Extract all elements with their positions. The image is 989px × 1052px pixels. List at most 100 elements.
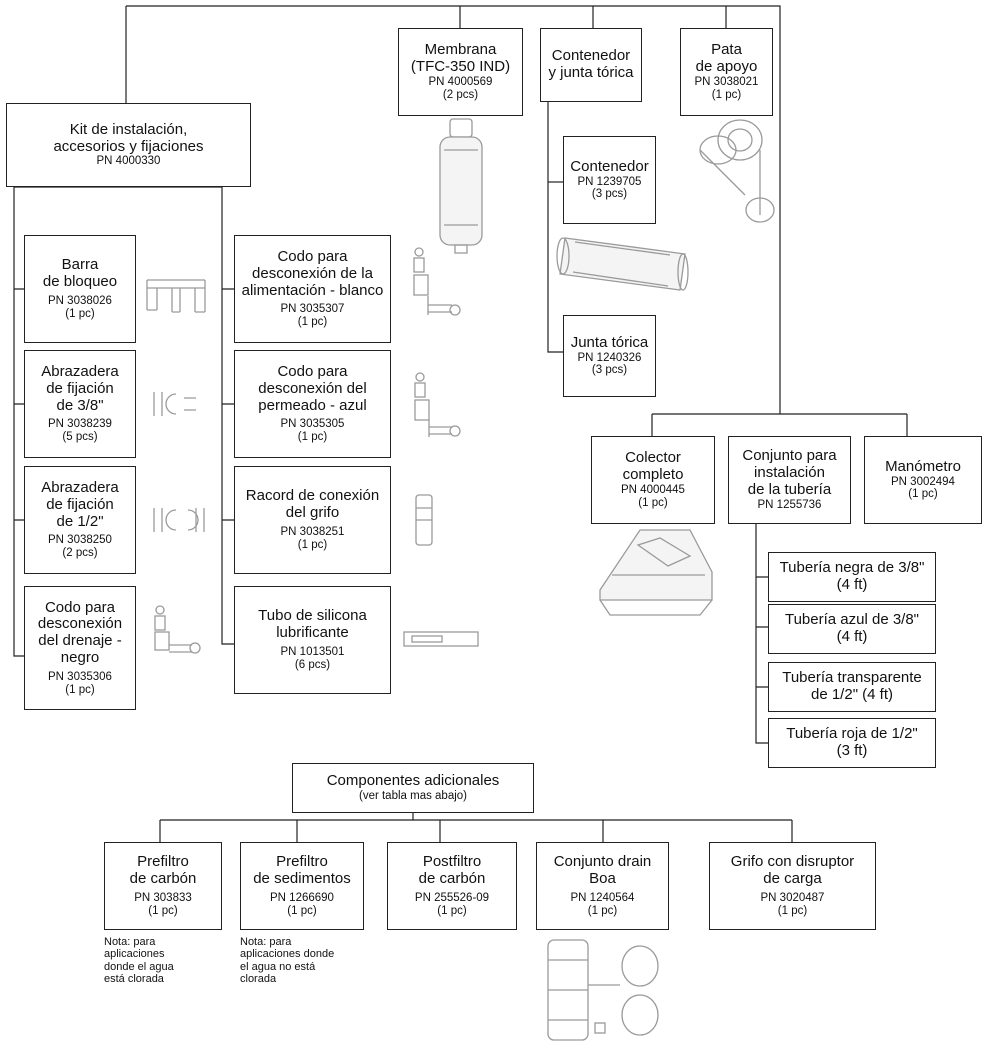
part-name: Racord de conexión del grifo [245,487,380,522]
part-number: PN 3038026 [48,294,112,307]
part-name: Prefiltro de carbón [129,853,197,888]
colector-box: Colector completo PN 4000445 (1 pc) [591,436,715,524]
faucet-connector-icon [415,494,433,546]
part-name: Contenedor [570,157,649,175]
part-name: Tubo de silicona lubrificante [258,607,367,642]
elbow-fitting-icon [154,247,461,654]
part-name: Conjunto para instalación de la tubería [742,447,837,498]
codo-blanco-box: Codo para desconexión de la alimentación… [234,235,391,343]
codo-drenaje-box: Codo para desconexión del drenaje - negr… [24,586,136,710]
part-qty: (3 ft) [836,742,868,759]
note-prefiltro-sedimentos: Nota: para aplicaciones donde el agua no… [240,936,335,985]
part-qty: (1 pc) [777,904,808,917]
part-name: Abrazadera de fijación de 3/8" [41,362,119,414]
manifold-icon [599,529,713,616]
part-qty: (1 pc) [297,316,328,329]
part-qty: (1 pc) [65,307,95,320]
racord-box: Racord de conexión del grifo PN 3038251 … [234,466,391,574]
tubo-silicona-box: Tubo de silicona lubrificante PN 1013501… [234,586,391,694]
part-number: PN 3002494 [891,475,955,488]
part-name: Colector completo [622,449,684,484]
prefiltro-carbon-box: Prefiltro de carbón PN 303833 (1 pc) [104,842,222,930]
codo-azul-box: Codo para desconexión del permeado - azu… [234,350,391,458]
part-number: PN 3038239 [48,418,112,431]
part-number: PN 3038021 [694,75,759,88]
membrane-icon [439,118,483,254]
abrazadera-38-box: Abrazadera de fijación de 3/8" PN 303823… [24,350,136,458]
part-qty: (5 pcs) [62,431,98,444]
kit-box: Kit de instalación, accesorios y fijacio… [6,103,251,187]
membrana-box: Membrana (TFC-350 IND) PN 4000569 (2 pcs… [398,28,523,116]
drain-boa-box: Conjunto drain Boa PN 1240564 (1 pc) [536,842,669,930]
junta-box: Junta tórica PN 1240326 (3 pcs) [563,315,656,397]
part-qty: (6 pcs) [294,658,331,671]
part-number: PN 3038250 [48,534,112,547]
part-name: Contenedor y junta tórica [548,47,634,81]
part-qty: (3 pcs) [591,364,628,377]
part-number: PN 4000569 [428,75,493,88]
silicone-tube-icon [403,631,479,647]
conjunto-tuberia-box: Conjunto para instalación de la tubería … [728,436,851,524]
part-name: Codo para desconexión del drenaje - negr… [37,598,123,666]
contenedor-box: Contenedor PN 1239705 (3 pcs) [563,136,656,224]
pata-box: Pata de apoyo PN 3038021 (1 pc) [680,28,773,116]
part-number: PN 3020487 [760,891,825,904]
part-qty: (1 pc) [297,431,328,444]
part-number: PN 1255736 [757,498,822,511]
manometro-box: Manómetro PN 3002494 (1 pc) [864,436,982,524]
part-number: PN 1239705 [577,175,642,188]
part-name: Pata de apoyo [695,41,758,76]
tuberia-negra-box: Tubería negra de 3/8" (4 ft) [768,552,936,602]
part-qty: (1 pc) [908,488,938,501]
part-name: Junta tórica [570,333,649,351]
part-number: PN 4000445 [621,483,685,496]
part-qty: (4 ft) [836,628,868,645]
part-qty: (1 pc) [287,904,317,917]
part-number: PN 1240564 [570,891,635,904]
support-leg-icon [699,119,775,223]
part-name: Tubería azul de 3/8" [784,611,920,629]
tuberia-transparente-box: Tubería transparente de 1/2" (4 ft) [768,662,936,712]
part-qty: (1 pc) [437,904,467,917]
part-name: Barra de bloqueo [42,256,118,291]
part-number: PN 1266690 [270,891,334,904]
lock-bar-icon [146,279,206,313]
contenedor-junta-box: Contenedor y junta tórica [540,28,642,102]
part-qty: (1 pc) [65,683,95,696]
grifo-box: Grifo con disruptor de carga PN 3020487 … [709,842,876,930]
componentes-adicionales-box: Componentes adicionales (ver tabla mas a… [292,763,534,813]
part-number: PN 4000330 [96,155,161,168]
part-name: Membrana (TFC-350 IND) [410,41,511,76]
tuberia-azul-box: Tubería azul de 3/8" (4 ft) [768,604,936,654]
barra-box: Barra de bloqueo PN 3038026 (1 pc) [24,235,136,343]
part-name: Codo para desconexión del permeado - azu… [258,362,367,414]
tuberia-roja-box: Tubería roja de 1/2" (3 ft) [768,718,936,768]
part-name: Grifo con disruptor de carga [730,853,855,888]
part-name: Postfiltro de carbón [418,853,486,888]
part-qty: (4 ft) [836,576,868,593]
part-name: Prefiltro de sedimentos [253,853,351,888]
part-qty: (1 pc) [638,496,668,509]
part-number: PN 303833 [134,891,192,904]
part-qty: (2 pcs) [442,88,479,101]
part-qty: (1 pc) [587,904,618,917]
table-reference: (ver tabla mas abajo) [358,789,468,802]
part-name: Manómetro [885,457,961,475]
note-prefiltro-carbon: Nota: para aplicaciones donde el agua es… [104,936,174,985]
prefiltro-sedimentos-box: Prefiltro de sedimentos PN 1266690 (1 pc… [240,842,364,930]
part-number: PN 3035306 [48,670,112,683]
container-icon [556,237,689,291]
part-number: PN 3038251 [280,525,345,538]
part-name: Codo para desconexión de la alimentación… [241,247,384,299]
postfiltro-carbon-box: Postfiltro de carbón PN 255526-09 (1 pc) [387,842,517,930]
part-name: Tubería roja de 1/2" [786,725,918,743]
part-number: PN 3035305 [280,418,345,431]
part-name: Tubería negra de 3/8" [779,559,925,577]
part-qty: (1 pc) [711,88,742,101]
clamp-icon [153,392,205,532]
part-number: PN 255526-09 [414,891,490,904]
part-name: Conjunto drain Boa [553,853,652,888]
part-qty: (3 pcs) [591,188,628,201]
part-name: Kit de instalación, accesorios y fijacio… [53,120,204,155]
